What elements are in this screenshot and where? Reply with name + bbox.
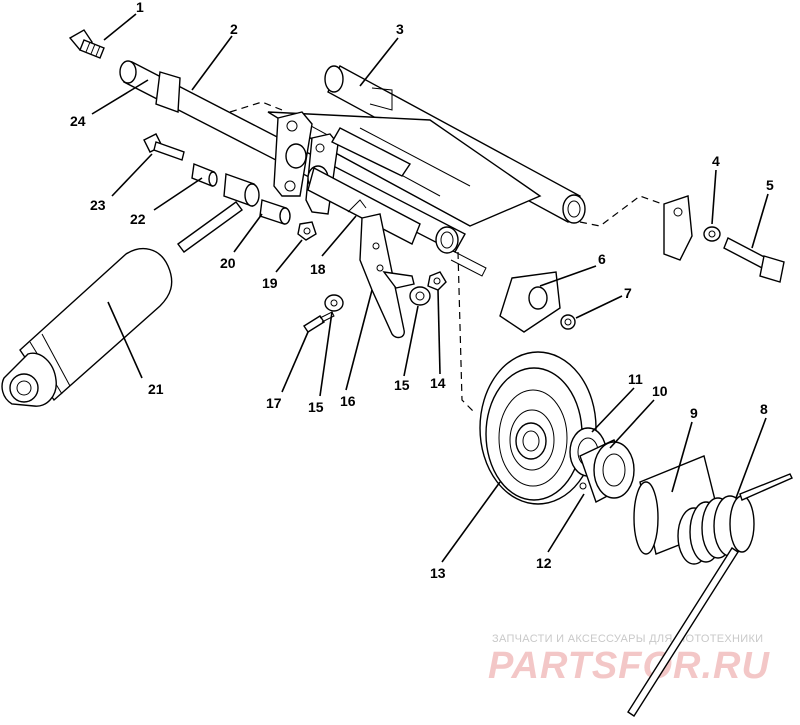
callout-21: 21 (148, 381, 164, 397)
part-23-bolt (143, 133, 185, 161)
part-20-bushing (223, 173, 291, 225)
callout-6: 6 (598, 251, 606, 267)
callout-18: 18 (310, 261, 326, 277)
callout-12: 12 (536, 555, 552, 571)
watermark-tagline: ЗАПЧАСТИ И АКСЕССУАРЫ ДЛЯ МОТОТЕХНИКИ (492, 633, 763, 645)
part-17-screw (303, 311, 335, 333)
callout-20: 20 (220, 255, 236, 271)
callout-4: 4 (712, 153, 720, 169)
part-15-washer-left (324, 294, 344, 312)
part-10-12-spacer (579, 439, 635, 504)
callout-5: 5 (766, 177, 774, 193)
callout-7: 7 (624, 285, 632, 301)
callout-labels: 1 2 3 4 5 6 7 8 9 10 11 12 13 14 15 15 1… (70, 0, 774, 581)
callout-19: 19 (262, 275, 278, 291)
callout-8: 8 (760, 401, 768, 417)
callout-13: 13 (430, 565, 446, 581)
pivot-dashed-line-right (579, 195, 669, 227)
callout-9: 9 (690, 405, 698, 421)
part-13-idler-wheel (479, 351, 597, 505)
watermark-logo: PARTSFOR.RU (488, 645, 770, 687)
leader-lines (91, 13, 769, 563)
callout-2: 2 (230, 21, 238, 37)
part-22-bushing (191, 163, 218, 187)
callout-23: 23 (90, 197, 106, 213)
callout-17: 17 (266, 395, 282, 411)
callout-3: 3 (396, 21, 404, 37)
pivot-dashed-line-upper (229, 101, 283, 113)
part-19-nut (297, 221, 317, 241)
callout-14: 14 (430, 375, 446, 391)
part-16-limiter-strap (359, 213, 415, 339)
part-6-7-bracket (499, 271, 576, 333)
part-14-nut (427, 271, 447, 291)
callout-10: 10 (652, 383, 668, 399)
part-15-washer-right (409, 286, 431, 306)
callout-15-right: 15 (394, 377, 410, 393)
part-21-shock-absorber (1, 201, 243, 407)
swing-arm-frame (267, 111, 542, 245)
pivot-dashed-line-wheel (457, 251, 475, 413)
part-8-torsion-spring (627, 473, 793, 717)
callout-16: 16 (340, 393, 356, 409)
callout-22: 22 (130, 211, 146, 227)
callout-15-left: 15 (308, 399, 324, 415)
part-1-bolt (68, 29, 105, 59)
callout-11: 11 (628, 371, 643, 387)
callout-1: 1 (136, 0, 144, 15)
callout-24: 24 (70, 113, 86, 129)
part-4-5-washer-bolt (663, 195, 785, 283)
